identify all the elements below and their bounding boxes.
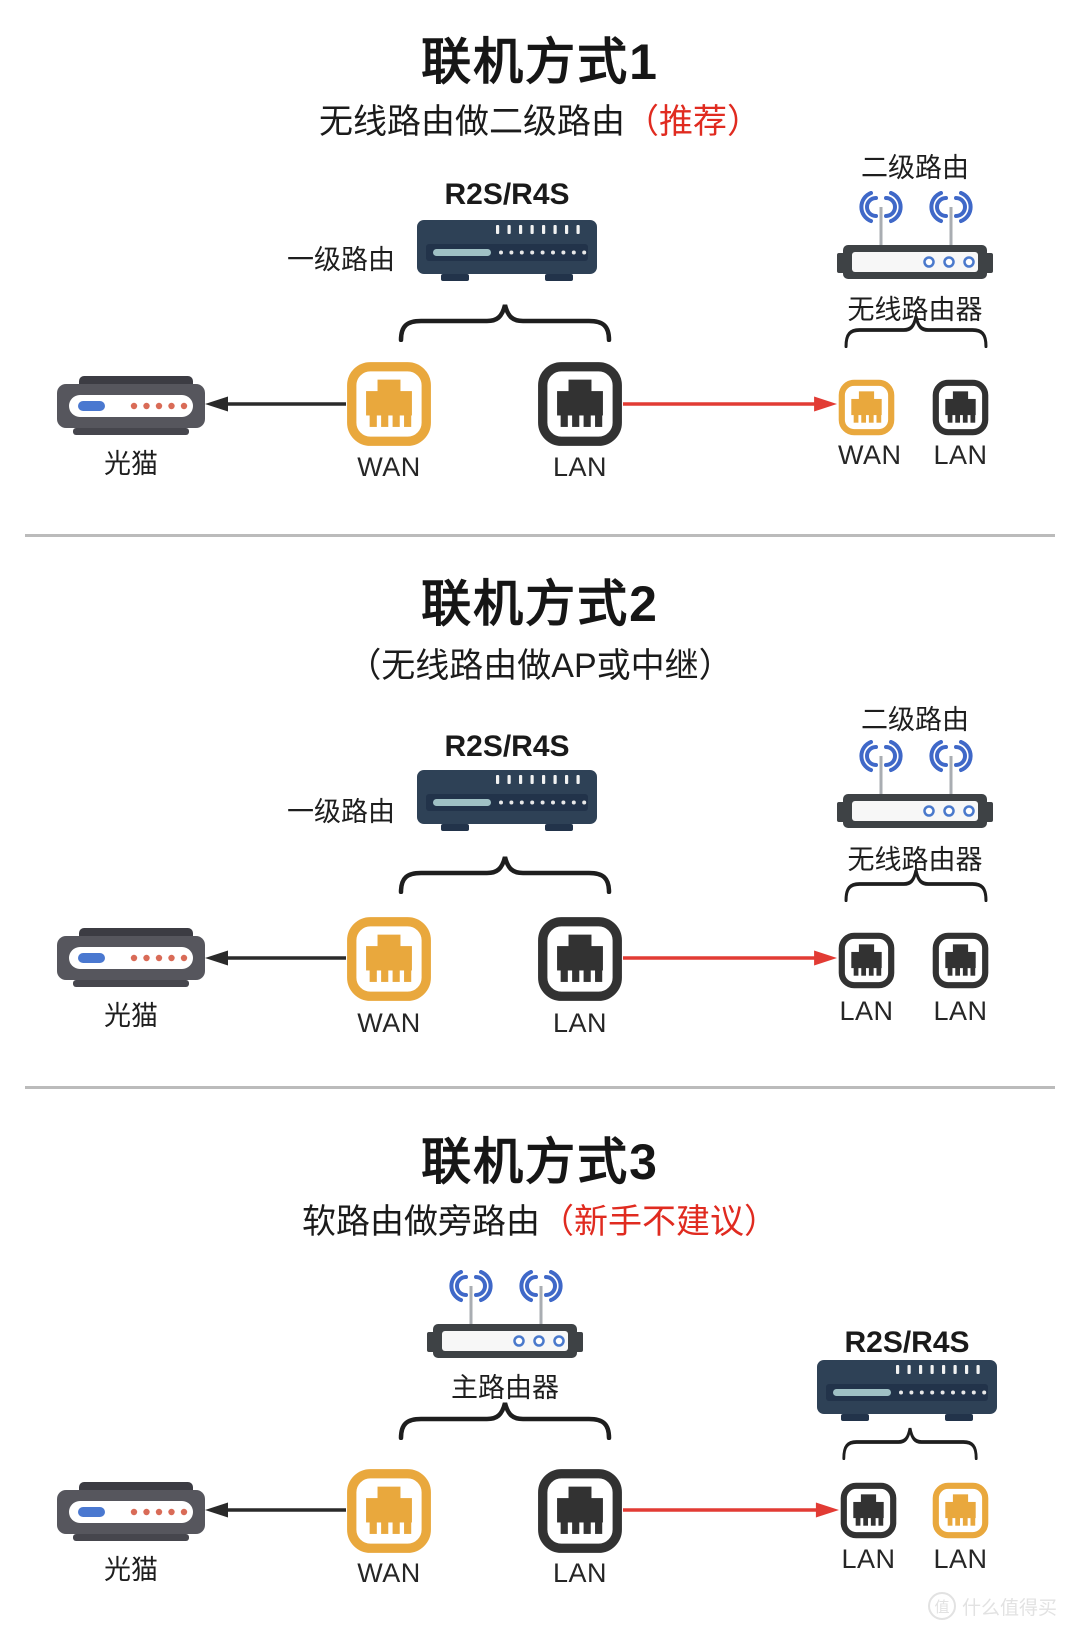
- wan-port-icon: [346, 1468, 432, 1554]
- wan-port-icon: [838, 379, 895, 436]
- wan-port-icon: [346, 916, 432, 1002]
- section2-primary-router-label: 一级路由: [287, 797, 395, 827]
- modem-icon: [57, 928, 205, 988]
- section3-subtitle: 软路由做旁路由（新手不建议）: [0, 1194, 1080, 1243]
- section1-title: 联机方式1: [421, 34, 659, 90]
- section1-right-wan-label: WAN: [838, 440, 902, 470]
- black-arrow-wan-to-modem-icon: [205, 394, 346, 414]
- ports-brace-icon: [840, 1424, 980, 1460]
- red-arrow-lan-to-wan-icon: [623, 394, 837, 414]
- lan-port-icon: [932, 1482, 989, 1539]
- section1-subtitle-text: 无线路由做二级路由: [319, 103, 625, 141]
- section-divider: [25, 1086, 1055, 1089]
- section3-subtitle-highlight: （新手不建议）: [540, 1203, 778, 1241]
- lan-port-icon: [932, 379, 989, 436]
- lan-port-icon: [838, 932, 895, 989]
- r2s-device-icon: [417, 768, 597, 836]
- wan-port-icon: [346, 361, 432, 447]
- lan-port-icon: [840, 1482, 897, 1539]
- ports-brace-icon: [842, 312, 990, 348]
- section1-primary-router-label: 一级路由: [287, 245, 395, 275]
- section2-subtitle: （无线路由做AP或中继）: [0, 638, 1080, 687]
- section1-subtitle-highlight: （推荐）: [625, 103, 761, 141]
- wireless-router-icon: [835, 740, 995, 830]
- section3-main-router-label: 主路由器: [451, 1373, 559, 1403]
- section2-right-lan2-label: LAN: [933, 996, 988, 1026]
- smzdm-watermark-text: 什么值得买: [962, 1597, 1058, 1619]
- section1-modem-label: 光猫: [104, 449, 158, 479]
- wireless-router-icon: [835, 191, 995, 281]
- ports-brace-icon: [842, 866, 990, 902]
- smzdm-logo-icon: 值: [928, 1592, 956, 1620]
- wireless-router-icon: [425, 1270, 585, 1360]
- section3-right-lan2-label: LAN: [933, 1544, 988, 1574]
- section2-wan-label: WAN: [357, 1008, 421, 1038]
- section1-lan-label: LAN: [552, 452, 608, 482]
- section2-modem-label: 光猫: [104, 1001, 158, 1031]
- section1-right-lan-label: LAN: [933, 440, 988, 470]
- section1-secondary-router-label: 二级路由: [861, 153, 969, 183]
- section3-lan-label: LAN: [552, 1558, 608, 1588]
- ports-brace-icon: [395, 1398, 615, 1440]
- modem-icon: [57, 1482, 205, 1542]
- lan-port-icon: [537, 361, 623, 447]
- ports-brace-icon: [395, 300, 615, 342]
- section3-modem-label: 光猫: [104, 1555, 158, 1585]
- section2-secondary-router-label: 二级路由: [861, 705, 969, 735]
- lan-port-icon: [537, 1468, 623, 1554]
- black-arrow-wan-to-modem-icon: [205, 1500, 346, 1520]
- lan-port-icon: [932, 932, 989, 989]
- section3-r2s-name: R2S/R4S: [844, 1326, 970, 1359]
- section3-right-lan1-label: LAN: [841, 1544, 896, 1574]
- section1-wan-label: WAN: [357, 452, 421, 482]
- r2s-device-icon: [817, 1358, 997, 1426]
- red-arrow-lan-to-lan-icon: [623, 1500, 839, 1520]
- section2-lan-label: LAN: [552, 1008, 608, 1038]
- section2-right-lan1-label: LAN: [839, 996, 894, 1026]
- lan-port-icon: [537, 916, 623, 1002]
- section2-r2s-name: R2S/R4S: [444, 730, 570, 763]
- modem-icon: [57, 376, 205, 436]
- black-arrow-wan-to-modem-icon: [205, 948, 346, 968]
- section1-subtitle: 无线路由做二级路由（推荐）: [0, 94, 1080, 143]
- ports-brace-icon: [395, 852, 615, 894]
- section-divider: [25, 534, 1055, 537]
- section3-wan-label: WAN: [357, 1558, 421, 1588]
- r2s-device-icon: [417, 218, 597, 286]
- section2-title: 联机方式2: [421, 576, 659, 632]
- section3-subtitle-text: 软路由做旁路由: [302, 1203, 540, 1241]
- section3-title: 联机方式3: [421, 1134, 659, 1190]
- smzdm-watermark: 值 什么值得买: [928, 1592, 1078, 1620]
- red-arrow-lan-to-lan-icon: [623, 948, 837, 968]
- section2-subtitle-text: （无线路由做AP或中继）: [347, 647, 733, 685]
- section1-r2s-name: R2S/R4S: [444, 178, 570, 211]
